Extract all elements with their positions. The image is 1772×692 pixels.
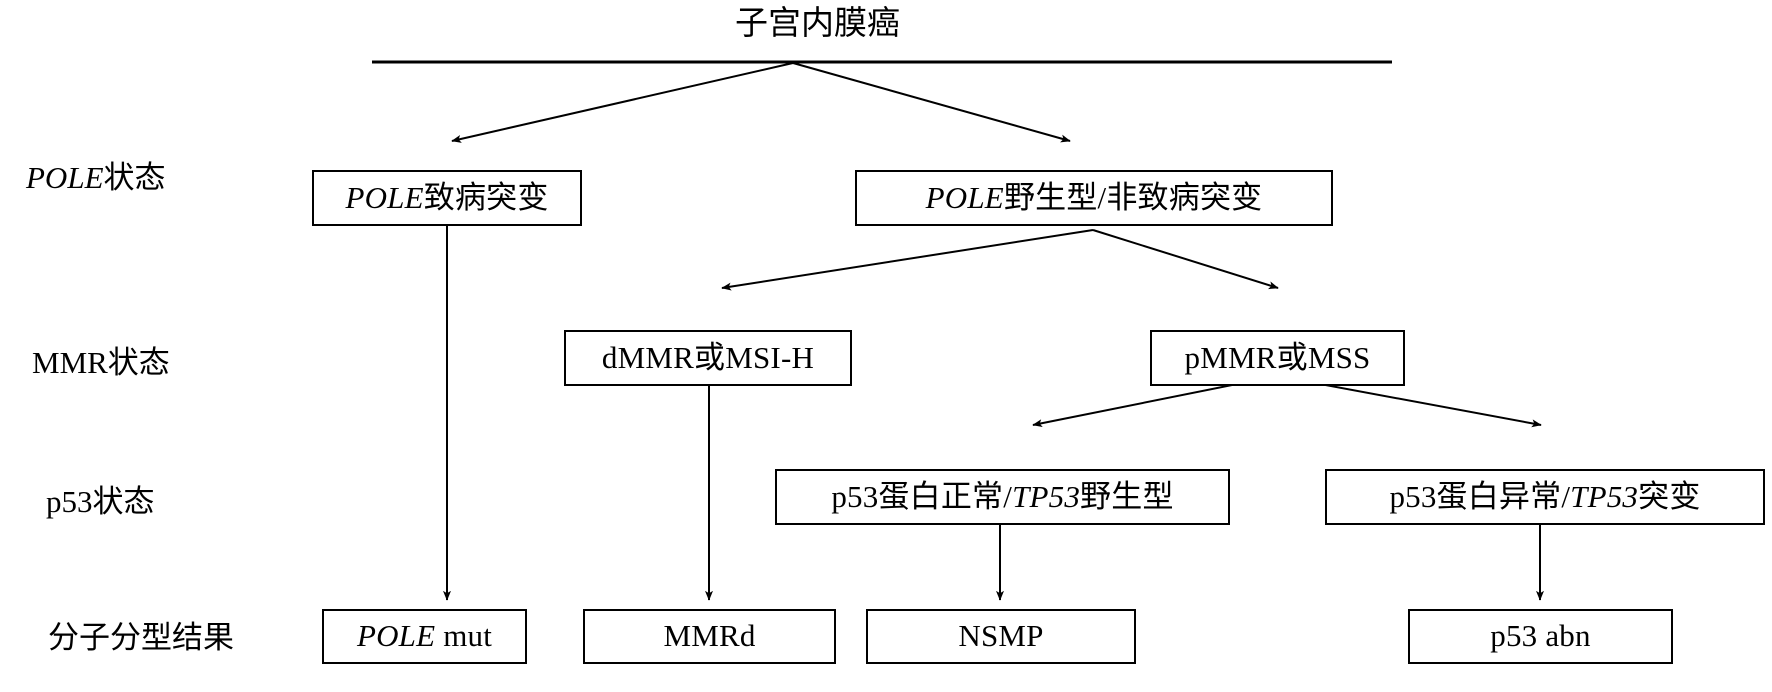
node-pole-pathogenic[interactable]: POLE致病突变: [312, 170, 582, 226]
edge-pole-wildtype-to-dmmr: [721, 229, 1094, 291]
node-pmmr-mss-label: pMMR或MSS: [1184, 339, 1371, 375]
row-label-molecular-result-text: 分子分型结果: [48, 620, 234, 655]
diagram-title: 子宫内膜癌: [735, 8, 900, 41]
node-result-pole-mut[interactable]: POLE mut: [322, 609, 527, 664]
node-p53-abnormal-label: p53蛋白异常/TP53突变: [1389, 478, 1701, 514]
row-label-mmr-status-text: MMR状态: [32, 345, 170, 380]
node-pmmr-mss[interactable]: pMMR或MSS: [1150, 330, 1405, 386]
node-result-nsmp[interactable]: NSMP: [866, 609, 1136, 664]
node-dmmr-msi-h-label: dMMR或MSI-H: [601, 339, 815, 375]
node-result-pole-mut-label: POLE mut: [356, 618, 493, 654]
edge-trunk-to-pole-pathogenic: [451, 62, 794, 143]
node-result-p53-abn-label: p53 abn: [1490, 618, 1591, 654]
node-dmmr-msi-h[interactable]: dMMR或MSI-H: [564, 330, 852, 386]
edge-trunk-to-pole-wildtype: [792, 62, 1071, 143]
node-p53-abnormal[interactable]: p53蛋白异常/TP53突变: [1325, 469, 1765, 525]
row-label-mmr-status: MMR状态: [32, 347, 170, 378]
node-result-mmrd[interactable]: MMRd: [583, 609, 836, 664]
row-label-p53-status-text: p53状态: [46, 484, 155, 519]
edge-pole-wildtype-to-pmmr: [1092, 229, 1279, 290]
node-pole-wildtype[interactable]: POLE野生型/非致病突变: [855, 170, 1333, 226]
node-pole-pathogenic-label: POLE致病突变: [345, 179, 549, 215]
node-p53-normal[interactable]: p53蛋白正常/TP53野生型: [775, 469, 1230, 525]
node-result-mmrd-label: MMRd: [663, 618, 756, 654]
node-p53-normal-label: p53蛋白正常/TP53野生型: [831, 478, 1174, 514]
node-pole-wildtype-label: POLE野生型/非致病突变: [925, 179, 1263, 215]
row-label-molecular-result: 分子分型结果: [48, 622, 234, 653]
diagram-title-text: 子宫内膜癌: [735, 6, 900, 42]
row-label-pole-status-italic: POLE: [26, 160, 104, 195]
node-result-nsmp-label: NSMP: [958, 618, 1044, 654]
row-label-pole-status: POLE状态: [26, 162, 166, 193]
row-label-p53-status: p53状态: [46, 486, 155, 517]
node-result-p53-abn[interactable]: p53 abn: [1408, 609, 1673, 664]
row-label-pole-status-plain: 状态: [103, 160, 166, 195]
